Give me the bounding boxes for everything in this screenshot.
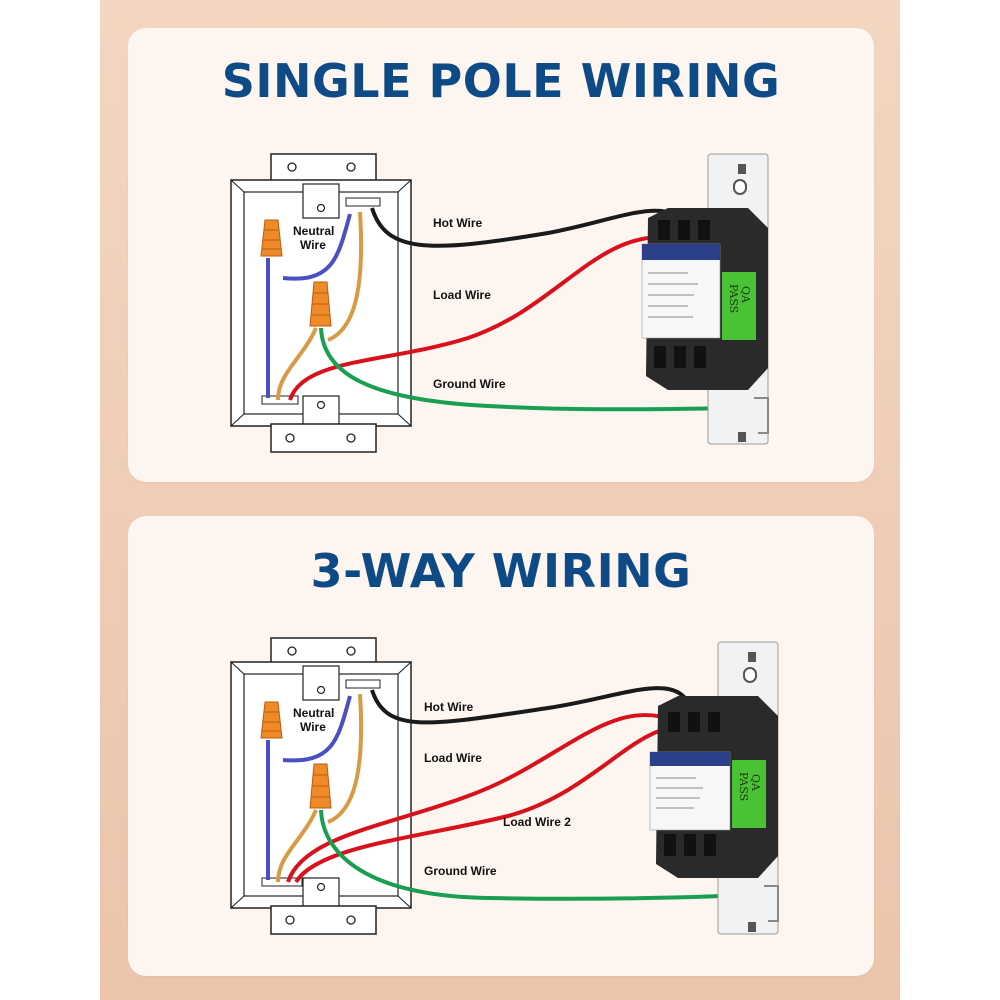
qa-tag-line1: QA — [749, 774, 762, 792]
wiring-guide: SINGLE POLE WIRING — [100, 0, 900, 1000]
ground-wire-label: Ground Wire — [424, 864, 497, 878]
single-pole-panel: SINGLE POLE WIRING — [128, 28, 874, 482]
neutral-wire — [282, 695, 352, 763]
dimmer-switch: QA PASS — [641, 153, 769, 445]
neutral-wire-label-line2: Wire — [300, 238, 326, 252]
single-pole-diagram: Neutral Wire Hot Wire Load Wire Ground W… — [230, 153, 769, 453]
qa-tag-line2: PASS — [727, 284, 740, 313]
ground-wire-label: Ground Wire — [433, 377, 506, 391]
tan-wire-upper — [327, 693, 364, 824]
neutral-wire-label: Neutral — [293, 224, 334, 238]
load-wire — [286, 713, 674, 883]
load-wire-label: Load Wire — [433, 288, 491, 302]
wire-nut-icon — [309, 281, 332, 327]
hot-wire — [370, 686, 695, 725]
electrical-box — [230, 153, 412, 453]
ground-wire — [319, 327, 757, 412]
wire-nut-icon — [260, 701, 283, 739]
qa-tag-line1: QA — [739, 286, 752, 304]
hot-wire-label: Hot Wire — [424, 700, 474, 714]
load-wire-2 — [294, 724, 694, 884]
load-wire — [288, 235, 674, 401]
load-wire-label: Load Wire — [424, 751, 482, 765]
panel-title: 3-WAY WIRING — [310, 544, 692, 598]
load-wire-2-label: Load Wire 2 — [503, 815, 571, 829]
wire-nut-icon — [309, 763, 332, 809]
three-way-panel: 3-WAY WIRING — [128, 516, 874, 976]
tan-wire-upper — [327, 211, 364, 342]
qa-tag-line2: PASS — [737, 772, 750, 801]
ground-wire — [319, 809, 769, 901]
panel-title: SINGLE POLE WIRING — [221, 54, 781, 108]
neutral-wire-label-line2: Wire — [300, 720, 326, 734]
neutral-wire — [282, 213, 352, 281]
dimmer-switch: QA PASS — [649, 641, 779, 935]
neutral-wire-label: Neutral — [293, 706, 334, 720]
tan-wire-lower — [276, 327, 318, 401]
tan-wire-lower — [276, 809, 318, 883]
wire-nut-icon — [260, 219, 283, 257]
three-way-diagram: Neutral Wire Hot Wire Load Wire Load Wir… — [230, 637, 779, 935]
hot-wire-label: Hot Wire — [433, 216, 483, 230]
